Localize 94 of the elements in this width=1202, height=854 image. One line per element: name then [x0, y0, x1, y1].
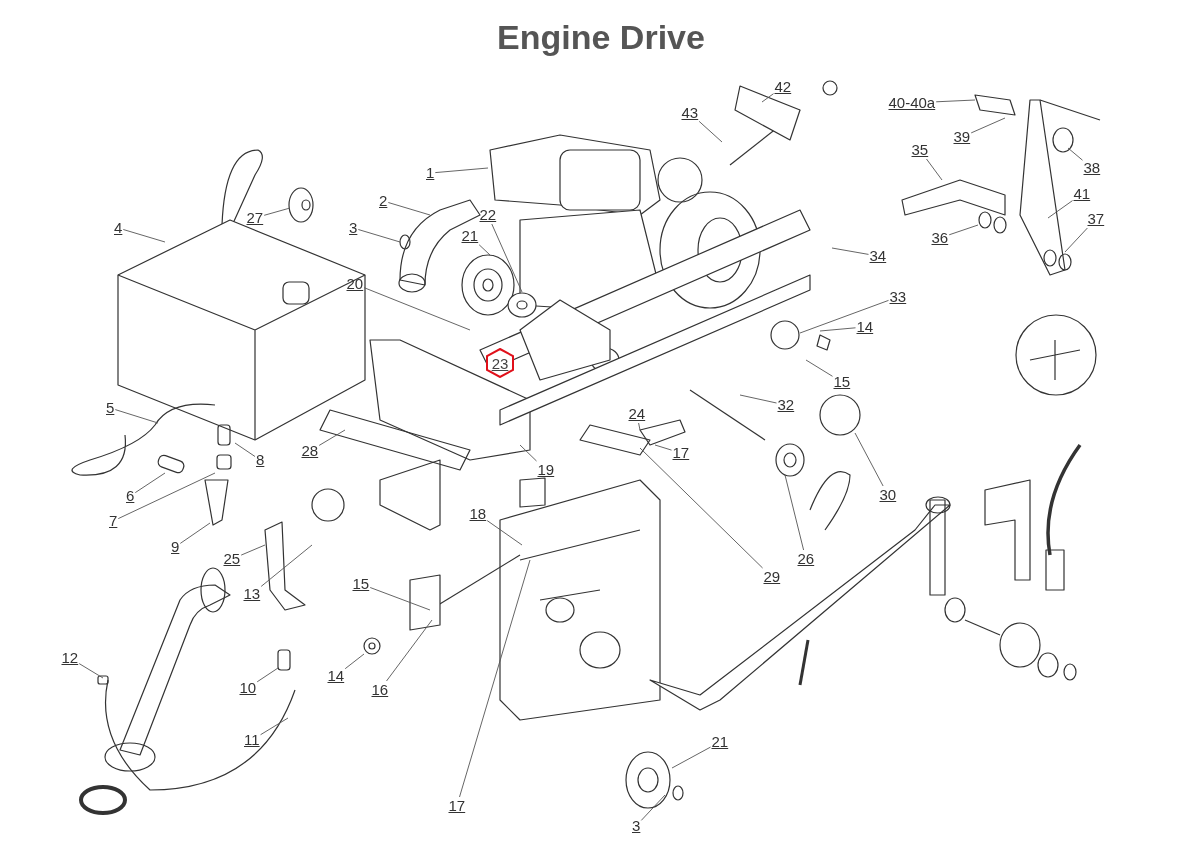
leader-line: [117, 472, 216, 520]
leader-line: [357, 229, 401, 243]
callout-number: 40-40a: [887, 94, 937, 112]
callout-number: 32: [776, 396, 796, 414]
leader-line: [671, 746, 711, 769]
callout-number: 14: [326, 667, 346, 685]
callout-number: 27: [245, 209, 265, 227]
leader-line: [831, 247, 869, 255]
callout-number: 35: [910, 141, 930, 159]
leader-line: [240, 544, 266, 556]
callout-number: 17: [447, 797, 467, 815]
leader-line: [234, 442, 256, 457]
callout-number: 10: [238, 679, 258, 697]
leader-line: [434, 167, 489, 174]
leader-line: [260, 717, 289, 736]
leader-line: [78, 663, 104, 679]
callout-number: 39: [952, 128, 972, 146]
leader-line: [491, 223, 523, 293]
callout-number: 13: [242, 585, 262, 603]
callout-number: 21: [710, 733, 730, 751]
callout-number: 16: [370, 681, 390, 699]
callout-number: 43: [680, 104, 700, 122]
leader-line: [698, 120, 723, 143]
callout-number: 29: [762, 568, 782, 586]
leader-line: [805, 359, 833, 377]
leader-line: [387, 202, 431, 216]
callout-number: 15: [832, 373, 852, 391]
callout-number: 9: [170, 538, 181, 556]
callout-number: 20: [345, 275, 365, 293]
leader-line: [260, 544, 313, 587]
leader-line: [179, 522, 211, 544]
leader-line: [386, 619, 433, 682]
leader-line: [263, 207, 291, 216]
leader-line: [344, 653, 365, 670]
callout-number: 22: [478, 206, 498, 224]
callout-number: 25: [222, 550, 242, 568]
callout-number: 26: [796, 550, 816, 568]
callout-number: 7: [108, 512, 119, 530]
leader-line: [739, 394, 777, 404]
leader-line: [935, 99, 976, 103]
callout-number: 5: [105, 399, 116, 417]
leader-line: [639, 447, 764, 569]
leader-line: [948, 224, 979, 236]
callout-number: 34: [868, 247, 888, 265]
callout-number: 24: [627, 405, 647, 423]
leader-line: [519, 444, 537, 462]
leader-line: [1047, 200, 1073, 219]
callout-number: 14: [855, 318, 875, 336]
callout-number: 4: [113, 219, 124, 237]
callout-number: 37: [1086, 210, 1106, 228]
leader-line: [134, 472, 166, 494]
leader-line: [486, 520, 523, 546]
callout-number: 19: [536, 461, 556, 479]
callout-number: 1: [425, 164, 436, 182]
callout-number: 42: [773, 78, 793, 96]
callout-number: 15: [351, 575, 371, 593]
leader-line: [640, 794, 666, 821]
callout-number: 21: [460, 227, 480, 245]
leader-line: [478, 244, 491, 256]
leader-line: [654, 444, 672, 451]
callout-number: 3: [348, 219, 359, 237]
leader-line: [1064, 227, 1088, 253]
leader-line: [114, 409, 159, 424]
leader-line: [459, 559, 531, 798]
leader-line: [318, 429, 346, 446]
callout-number: 17: [671, 444, 691, 462]
callout-number: 8: [255, 451, 266, 469]
callout-number: 28: [300, 442, 320, 460]
callout-number: 36: [930, 229, 950, 247]
leader-line: [854, 432, 884, 487]
callout-number: 11: [243, 731, 261, 749]
leader-line: [819, 327, 856, 332]
leader-line: [369, 587, 431, 611]
callout-number: 41: [1072, 185, 1092, 203]
leader-line: [122, 229, 166, 243]
leader-line: [799, 299, 889, 334]
diagram-title: Engine Drive: [497, 18, 705, 57]
leader-line: [784, 474, 805, 551]
leader-line: [256, 667, 279, 683]
leader-line: [926, 158, 943, 181]
callout-number: 38: [1082, 159, 1102, 177]
leader-line: [638, 422, 641, 431]
callout-number: 2: [378, 192, 389, 210]
leader-line: [970, 117, 1006, 134]
callout-number: 6: [125, 487, 136, 505]
callout-number: 18: [468, 505, 488, 523]
callout-number: 12: [60, 649, 80, 667]
callout-number: 3: [631, 817, 642, 835]
leader-line: [761, 93, 774, 103]
callout-number: 23: [485, 348, 515, 378]
callout-number: 30: [878, 486, 898, 504]
callout-number: 33: [888, 288, 908, 306]
leader-line: [1067, 147, 1083, 161]
leader-line: [363, 287, 471, 331]
